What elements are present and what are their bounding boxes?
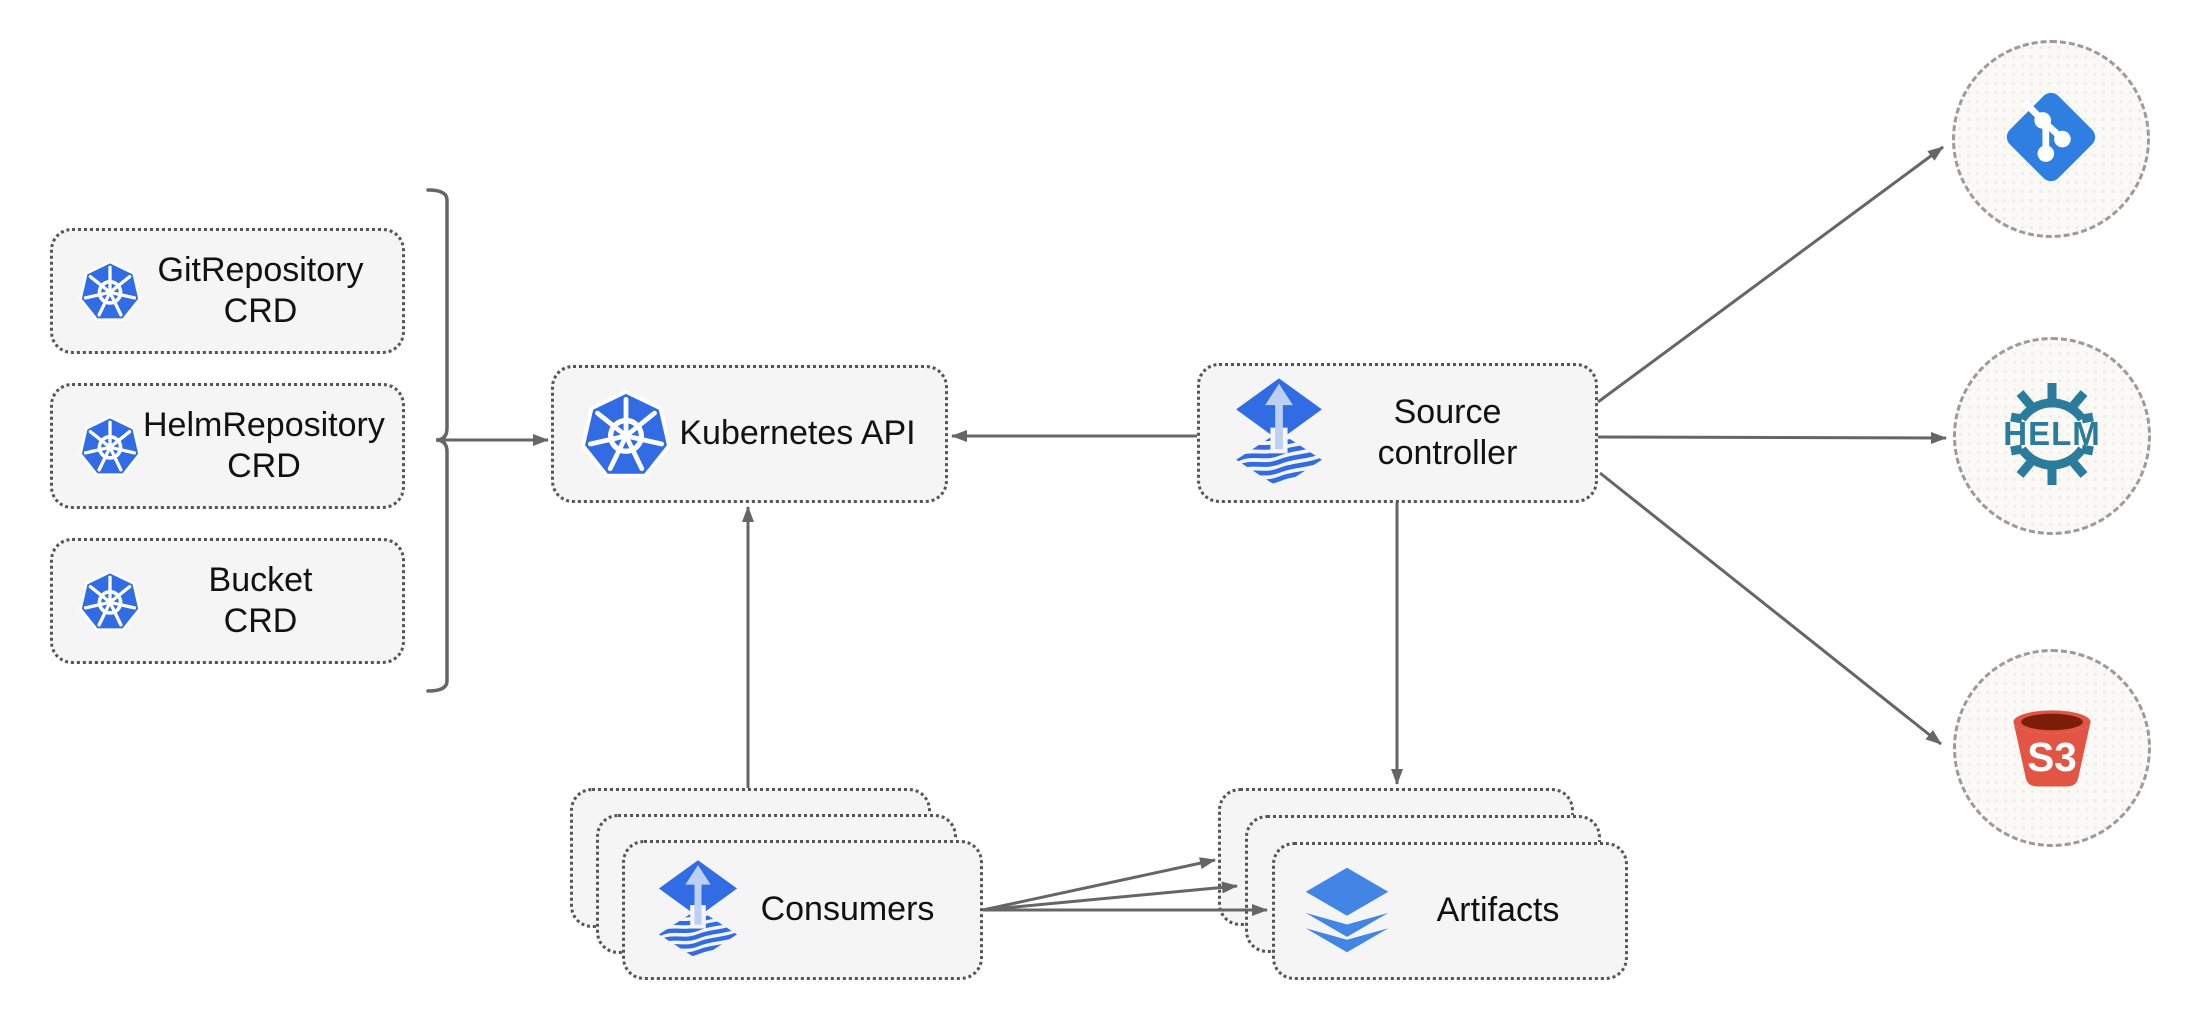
node-label: Consumers xyxy=(739,889,956,930)
git-icon xyxy=(1997,83,2105,196)
arrow-source-to-git xyxy=(1597,145,1944,404)
node-gitrepository-crd: GitRepository CRD xyxy=(50,228,405,354)
node-consumers: Consumers xyxy=(622,840,983,980)
node-label-line1: Consumers xyxy=(760,890,935,929)
helm-label: HELM xyxy=(2003,415,2101,452)
arrow-consumers-to-artifacts-middle xyxy=(982,881,1238,912)
flux-icon xyxy=(649,858,739,962)
node-label: Artifacts xyxy=(1395,890,1601,931)
node-artifacts: Artifacts xyxy=(1272,842,1628,980)
node-label: Bucket CRD xyxy=(143,560,378,643)
s3-label: S3 xyxy=(2027,734,2077,780)
kubernetes-icon xyxy=(77,258,143,324)
arrow-consumers-to-artifacts-back xyxy=(982,857,1216,912)
node-source-controller: Source controller xyxy=(1197,363,1598,503)
node-label-line1: Bucket xyxy=(208,560,313,599)
node-helmrepository-crd: HelmRepository CRD xyxy=(50,383,405,509)
node-label-line1: Kubernetes API xyxy=(679,414,916,453)
flux-icon xyxy=(1224,376,1324,490)
external-helm-circle: HELM xyxy=(1953,337,2151,535)
node-label-line1: HelmRepository xyxy=(143,405,385,444)
external-git-circle xyxy=(1952,40,2150,238)
node-bucket-crd: Bucket CRD xyxy=(50,538,405,664)
kubernetes-icon xyxy=(578,386,674,482)
arrow-source-to-helm xyxy=(1597,431,1947,444)
node-label-line2: CRD xyxy=(223,292,298,330)
node-label: Kubernetes API xyxy=(674,413,921,454)
node-label-line2: controller xyxy=(1377,434,1518,472)
layers-icon xyxy=(1299,863,1395,959)
node-kubernetes-api: Kubernetes API xyxy=(551,365,948,503)
node-label: HelmRepository CRD xyxy=(143,405,385,488)
external-s3-circle: S3 xyxy=(1953,649,2151,847)
node-label-line2: CRD xyxy=(227,447,301,485)
node-label-line1: GitRepository xyxy=(157,250,364,289)
node-label: GitRepository CRD xyxy=(143,250,378,333)
arrow-source-to-s3 xyxy=(1599,471,1942,746)
kubernetes-icon xyxy=(77,568,143,634)
node-label-line2: CRD xyxy=(223,602,298,640)
node-label-line1: Artifacts xyxy=(1436,891,1560,930)
helm-icon: HELM xyxy=(1990,372,2114,501)
crd-group-bracket xyxy=(426,188,449,693)
node-label-line1: Source xyxy=(1393,392,1502,431)
node-label: Source controller xyxy=(1324,392,1571,475)
kubernetes-icon xyxy=(77,413,143,479)
s3-bucket-icon: S3 xyxy=(1999,693,2105,804)
